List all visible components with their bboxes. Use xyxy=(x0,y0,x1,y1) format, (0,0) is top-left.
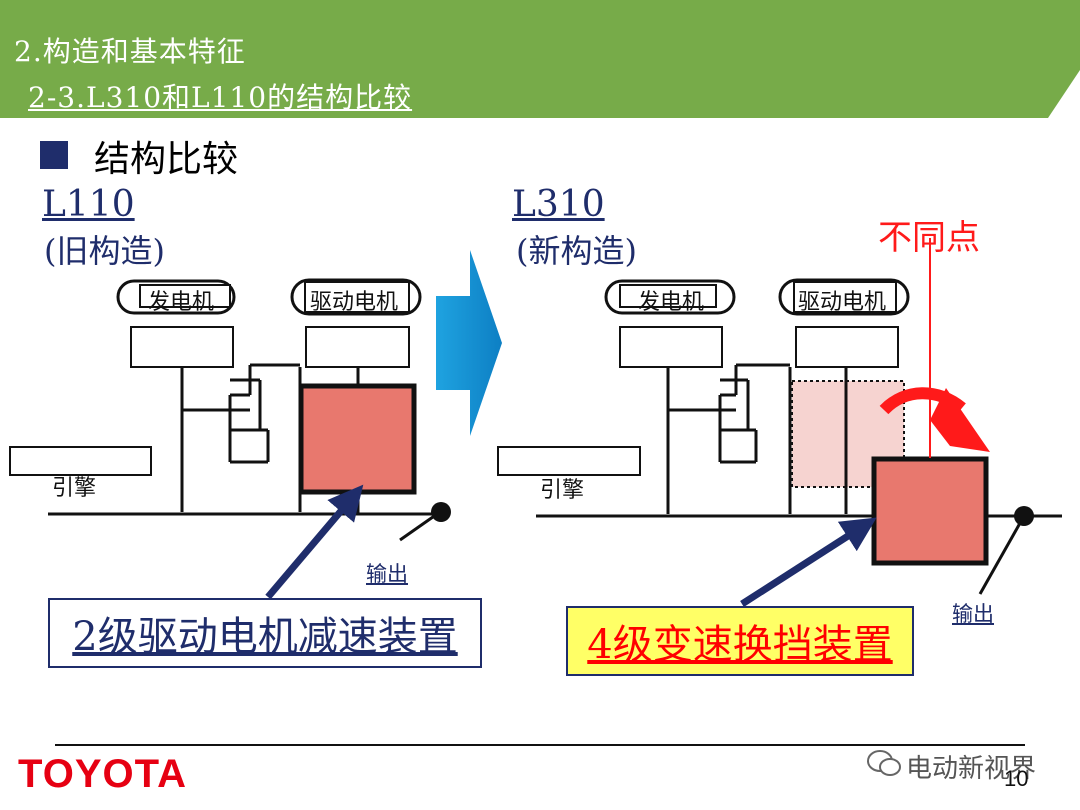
left-generator-label: 发电机 xyxy=(148,290,215,315)
right-callout-text: 4级变速换挡装置 xyxy=(587,622,893,668)
right-engine-box xyxy=(497,446,641,476)
header-title: 2.构造和基本特征 xyxy=(14,35,246,68)
page-number: 10 xyxy=(1004,766,1029,791)
left-diagram xyxy=(9,278,451,600)
left-model-label: L110 xyxy=(42,184,135,225)
header-band: 2.构造和基本特征 2-3.L310和L110的结构比较 xyxy=(0,0,1080,118)
right-generator-symbol xyxy=(604,279,736,315)
left-generator-symbol xyxy=(116,279,236,315)
left-callout-box: 2级驱动电机减速装置 xyxy=(48,598,482,668)
right-model-subtitle: (新构造) xyxy=(516,232,637,270)
right-output-label: 输出 xyxy=(952,602,994,626)
left-motor-symbol xyxy=(290,278,422,316)
left-shafts xyxy=(48,363,441,542)
right-motor-label: 驱动电机 xyxy=(798,290,887,315)
watermark-text: 电动新视界 xyxy=(906,754,1037,784)
left-reduction-gear-box xyxy=(298,383,417,495)
transition-arrow xyxy=(436,250,502,436)
left-engine-label: 引擎 xyxy=(52,476,97,501)
right-output-node xyxy=(1014,506,1034,526)
left-callout-arrow xyxy=(265,484,364,600)
left-callout-text: 2级驱动电机减速装置 xyxy=(72,614,458,660)
move-curve-arrowhead xyxy=(930,388,990,452)
left-generator-box xyxy=(130,326,234,368)
footer-divider xyxy=(55,744,1025,746)
right-callout-arrow xyxy=(740,517,877,607)
section-title: 结构比较 xyxy=(40,130,238,182)
left-output-node xyxy=(431,502,451,522)
right-model-label: L310 xyxy=(512,184,605,225)
right-engine-label: 引擎 xyxy=(540,478,585,503)
right-gear-box xyxy=(871,456,989,566)
right-generator-box xyxy=(619,326,723,368)
square-bullet-icon xyxy=(40,141,68,169)
toyota-logo: TOYOTA xyxy=(18,752,187,796)
wechat-icon xyxy=(867,750,901,776)
right-motor-symbol xyxy=(778,278,910,316)
right-generator-label: 发电机 xyxy=(638,290,705,315)
header-background xyxy=(0,0,1080,118)
header-subtitle: 2-3.L310和L110的结构比较 xyxy=(28,81,413,114)
left-output-label: 输出 xyxy=(366,562,408,586)
right-diagram xyxy=(497,238,1062,607)
right-callout-box: 4级变速换挡装置 xyxy=(566,606,914,676)
left-motor-label: 驱动电机 xyxy=(310,290,399,315)
right-motor-box xyxy=(795,326,899,368)
left-engine-box xyxy=(9,446,152,476)
left-motor-box xyxy=(305,326,410,368)
left-model-subtitle: (旧构造) xyxy=(44,232,165,270)
